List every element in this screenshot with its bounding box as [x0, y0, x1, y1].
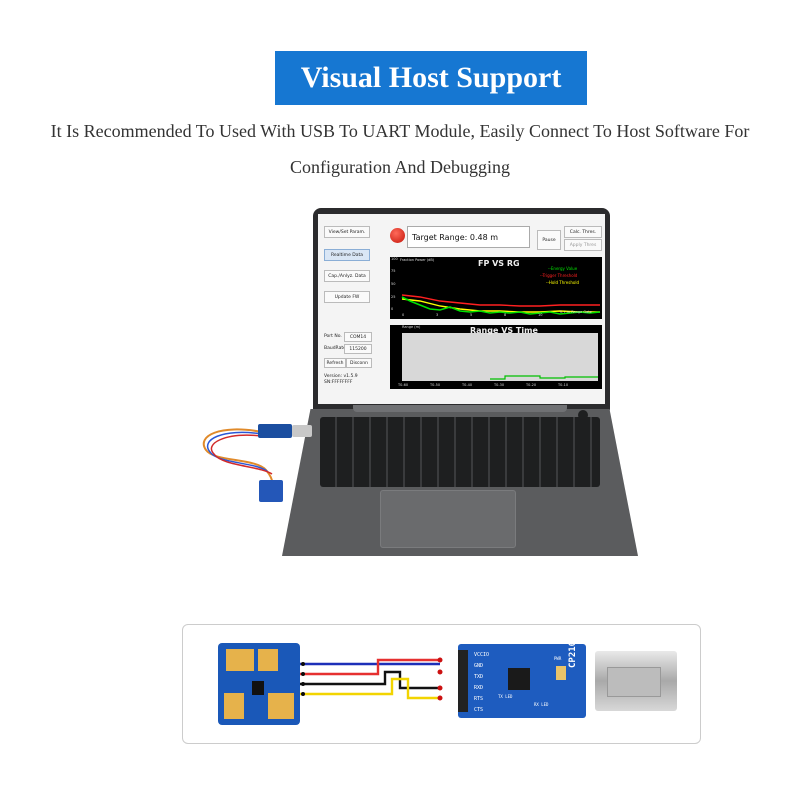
laptop-hinge [353, 405, 567, 412]
chart1-xtick: 5 [470, 313, 473, 317]
range-line [490, 375, 598, 380]
chart1-plot [401, 294, 601, 315]
chart1-ytick: 75 [391, 269, 396, 273]
chart1-ytick: 0 [391, 307, 394, 311]
port-label: Port No. [324, 334, 342, 339]
wire-c [210, 434, 273, 475]
usb-plug-small [292, 425, 312, 437]
target-range-display: Target Range: 0.48 m [407, 226, 530, 248]
pin-label: VCCIO [474, 652, 490, 658]
legend-energy: --Energy Value [548, 266, 578, 271]
radar-chip [252, 681, 264, 695]
fp-vs-rg-chart: FP VS RG Fraction Power (dB) 100 75 50 2… [390, 257, 602, 319]
pin-label: TXD [474, 674, 484, 680]
view-set-param-button[interactable]: View/Set Param. [324, 226, 370, 238]
pin-label: RXD [474, 685, 484, 691]
usb-plug-inner [607, 667, 661, 697]
refresh-button[interactable]: Refresh [324, 358, 346, 368]
baudrate-select[interactable]: 115200 [344, 344, 372, 354]
chart1-ylabel: Fraction Power (dB) [400, 258, 435, 262]
capacitor [556, 666, 566, 680]
legend-hold: --Hold Threshold [546, 280, 579, 285]
version-text: Version: v1.5.9 [324, 374, 358, 379]
baudrate-label: BaudRate [324, 346, 346, 351]
status-indicator-icon [390, 228, 405, 243]
chart2-line [490, 375, 598, 380]
sn-text: SN:FFFFFFFF [324, 380, 353, 385]
pin-label: GND [474, 663, 484, 669]
chart1-ytick: 50 [391, 282, 396, 286]
wire-b [206, 431, 269, 473]
led-label: RX LED [534, 702, 549, 707]
hold-threshold-line [401, 298, 600, 313]
antenna-pad [224, 693, 244, 719]
trigger-threshold-line [401, 294, 600, 307]
energy-value-line [401, 296, 601, 315]
chart2-xtick: T0-10 [558, 383, 569, 387]
update-fw-button[interactable]: Update FW [324, 291, 370, 303]
chart2-xtick: T0-30 [494, 383, 505, 387]
realtime-data-button[interactable]: Realtime Data [324, 249, 370, 261]
chart2-xtick: T0-20 [526, 383, 537, 387]
chart1-xtick: 8 [504, 313, 507, 317]
radar-sensor-module [259, 480, 283, 502]
pause-button[interactable]: Pause [537, 230, 561, 250]
disconnect-button[interactable]: Disconn [346, 358, 372, 368]
usb-a-plug [595, 651, 677, 711]
chart1-ytick: 100 [391, 257, 398, 261]
pin-label: RTS [474, 696, 484, 702]
calc-thres-button[interactable]: Calc. Thres. [564, 226, 602, 238]
usb-uart-module [258, 424, 292, 438]
chart2-ylabel: Range (m) [402, 325, 421, 329]
chart1-xtick: 10 [538, 313, 543, 317]
laptop-touchpad[interactable] [380, 490, 516, 548]
cp2102-board: VCCIO GND TXD RXD RTS CTS CP2102 TX LED … [458, 635, 586, 718]
led-label: TX LED [498, 694, 513, 699]
laptop-keyboard[interactable] [320, 417, 600, 487]
chart2-xtick: T0-50 [430, 383, 441, 387]
chart1-title: FP VS RG [478, 259, 520, 268]
chart2-plot-area [402, 333, 598, 381]
cap-anlyz-data-button[interactable]: Cap./Anlyz. Data [324, 270, 370, 282]
chart2-xtick: T0-60 [398, 383, 409, 387]
module-name-label: CP2102 [568, 635, 578, 668]
laptop-screen: View/Set Param. Realtime Data Cap./Anlyz… [318, 214, 605, 404]
subtitle-line-1: It Is Recommended To Used With USB To UA… [50, 121, 750, 141]
chart2-xtick: T0-40 [462, 383, 473, 387]
chart1-xtick: 3 [436, 313, 439, 317]
power-button-icon[interactable] [578, 410, 588, 420]
antenna-pad [258, 649, 278, 671]
cp2102-chip [508, 668, 530, 690]
pin-header [458, 650, 468, 712]
range-vs-time-chart: Range VS Time Range (m) T0-60 T0-50 T0-4… [390, 325, 602, 389]
apply-thres-button[interactable]: Apply Thres [564, 239, 602, 251]
antenna-pad [268, 693, 294, 719]
antenna-pad [226, 649, 254, 671]
radar-sensor-board [218, 643, 300, 725]
chart1-xlabel: 0.7 m Range Gate [560, 310, 592, 314]
port-select[interactable]: COM14 [344, 332, 372, 342]
pin-label: CTS [474, 707, 484, 713]
chart2-title: Range VS Time [470, 326, 538, 335]
chart1-ytick: 25 [391, 295, 396, 299]
subtitle-line-2: Configuration And Debugging [290, 157, 510, 177]
banner-title: Visual Host Support [275, 51, 587, 105]
legend-trigger: --Trigger Threshold [540, 273, 578, 278]
chart1-xtick: 0 [402, 313, 405, 317]
led-label: PWR [554, 656, 562, 661]
